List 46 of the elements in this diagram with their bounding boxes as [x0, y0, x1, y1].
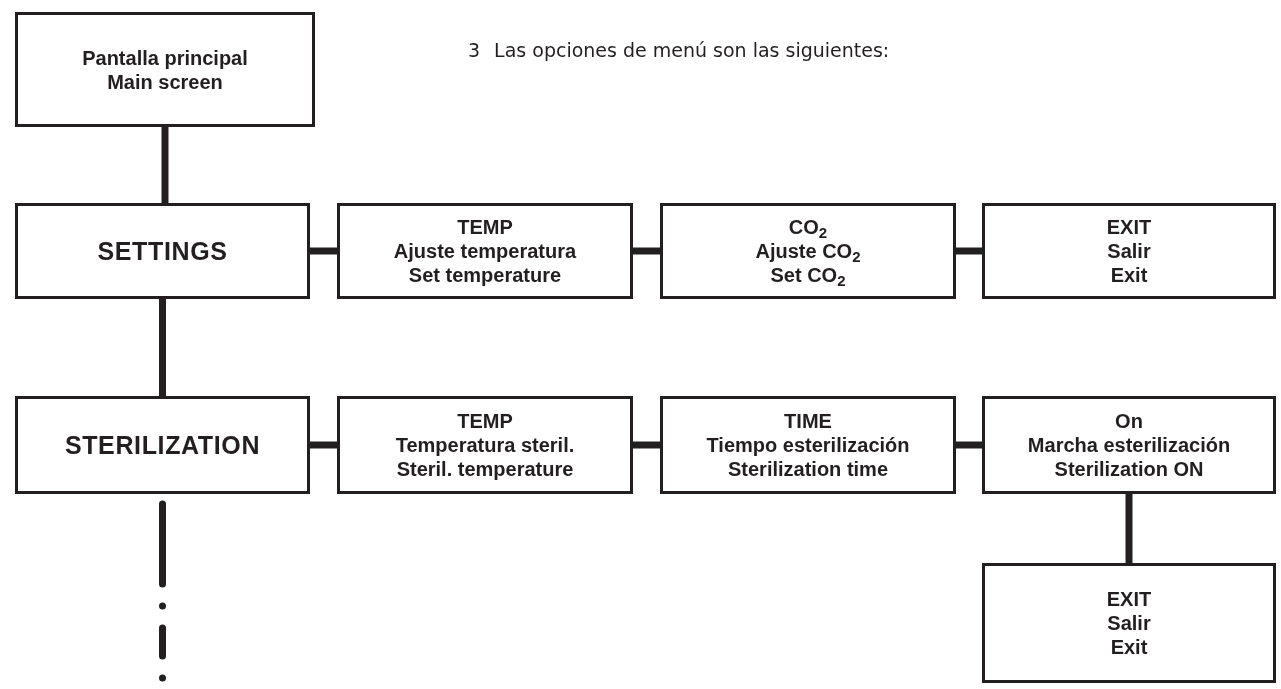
- connector-line: [161, 127, 169, 203]
- menu-text: Sterilization ON: [1054, 457, 1204, 481]
- menu-text: EXIT: [1106, 587, 1152, 611]
- menu-box: [337, 396, 633, 494]
- menu-text: Steril. temperature: [396, 457, 574, 481]
- connector-line: [310, 247, 337, 255]
- connector-line: [956, 441, 982, 449]
- menu-text: Ajuste temperatura: [393, 239, 577, 263]
- connector-line: [310, 441, 337, 449]
- menu-text: Pantalla principal: [82, 45, 248, 70]
- menu-text: TEMP: [457, 215, 513, 239]
- menu-text: TEMP: [457, 409, 513, 433]
- menu-text: TIME: [784, 409, 832, 433]
- menu-text: Tiempo esterilización: [706, 433, 910, 457]
- connector-line: [633, 441, 660, 449]
- connector-line: [633, 247, 660, 255]
- menu-text: Exit: [1110, 635, 1148, 659]
- menu-text: EXIT: [1106, 215, 1152, 239]
- menu-text: Temperatura steril.: [395, 433, 575, 457]
- menu-box: [660, 203, 956, 299]
- instruction-text: Las opciones de menú son las siguientes:: [494, 38, 890, 63]
- connector-line: [159, 299, 166, 396]
- connector-line: [956, 247, 982, 255]
- menu-box: [982, 396, 1276, 494]
- menu-text: On: [1115, 409, 1143, 433]
- menu-box: [337, 203, 633, 299]
- menu-text: CO$_{2}$: [788, 215, 828, 239]
- menu-box: [15, 12, 315, 127]
- menu-text: STERILIZATION: [64, 430, 261, 460]
- menu-text: SETTINGS: [97, 236, 228, 266]
- menu-box: [15, 396, 310, 494]
- instruction-text: 3: [468, 38, 481, 63]
- menu-text: Sterilization time: [728, 457, 888, 481]
- menu-text: Salir: [1107, 239, 1151, 263]
- menu-box: [660, 396, 956, 494]
- menu-text: Exit: [1110, 263, 1148, 287]
- connector-line: [1125, 494, 1133, 563]
- menu-box: [982, 563, 1276, 683]
- menu-text: Salir: [1107, 611, 1151, 635]
- menu-box: [982, 203, 1276, 299]
- menu-text: Ajuste CO$_{2}$: [755, 239, 861, 263]
- menu-text: Set CO$_{2}$: [770, 263, 846, 287]
- menu-box: [15, 203, 310, 299]
- menu-text: Marcha esterilización: [1027, 433, 1231, 457]
- menu-text: Set temperature: [408, 263, 562, 287]
- menu-text: Main screen: [107, 69, 223, 94]
